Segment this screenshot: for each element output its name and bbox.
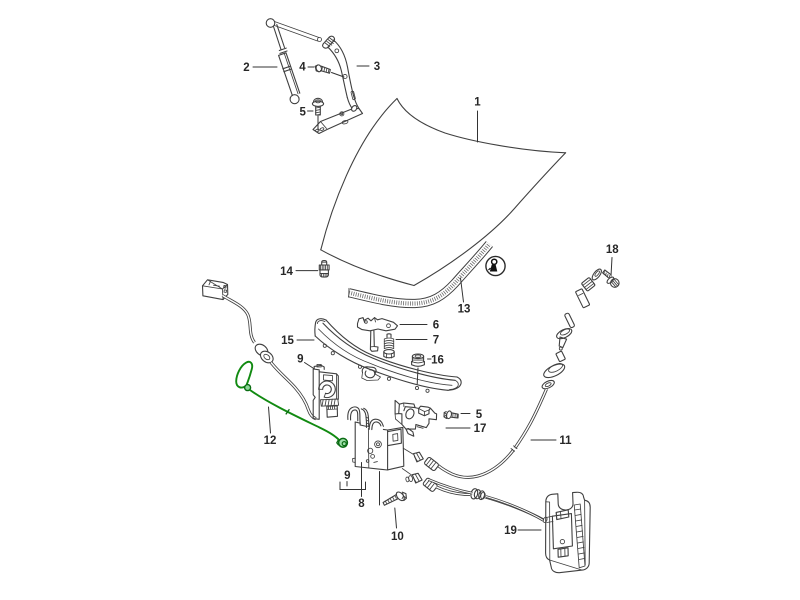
svg-text:9: 9: [344, 470, 350, 482]
svg-text:17: 17: [474, 423, 487, 435]
svg-text:12: 12: [264, 435, 277, 447]
svg-text:9: 9: [297, 354, 303, 366]
svg-text:10: 10: [391, 531, 404, 543]
svg-text:5: 5: [476, 409, 483, 421]
svg-text:8: 8: [358, 498, 365, 510]
svg-text:11: 11: [559, 435, 572, 447]
svg-text:18: 18: [606, 244, 619, 256]
svg-text:7: 7: [433, 335, 439, 347]
svg-text:6: 6: [433, 320, 439, 332]
svg-text:3: 3: [374, 61, 380, 73]
svg-text:1: 1: [474, 97, 481, 109]
svg-text:16: 16: [431, 355, 444, 367]
svg-text:4: 4: [299, 62, 306, 74]
svg-text:19: 19: [504, 525, 517, 537]
svg-text:2: 2: [243, 62, 249, 74]
svg-text:13: 13: [458, 304, 471, 316]
svg-text:5: 5: [299, 106, 306, 118]
svg-text:15: 15: [281, 335, 294, 347]
svg-text:14: 14: [280, 266, 293, 278]
